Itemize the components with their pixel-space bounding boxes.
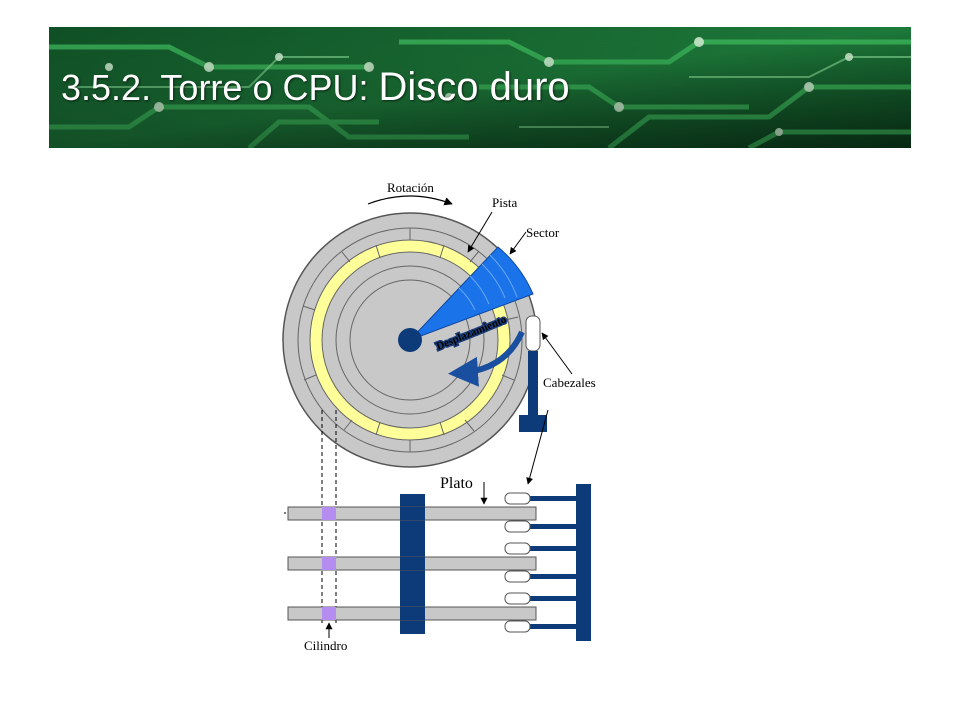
- slide-title-part2: Disco duro: [378, 65, 570, 109]
- heads-label: Cabezales: [543, 375, 596, 390]
- circuit-board-background: [49, 27, 911, 148]
- cylinder-label: Cilindro: [304, 638, 347, 653]
- cylinder-cell-3: [322, 607, 336, 620]
- heads-pointer-side: [526, 409, 549, 485]
- arm-top-view: [528, 351, 538, 415]
- actuator-top-view: [519, 415, 547, 432]
- sector-wedge: [409, 246, 534, 341]
- slide-title: 3.5.2. Torre o CPU: Disco duro: [61, 65, 570, 110]
- sector-pointer: [509, 231, 527, 255]
- track-pointer: [467, 211, 493, 253]
- cylinder-cell-2: [322, 557, 336, 570]
- disk-side-view: [284, 484, 591, 641]
- track-label: Pista: [492, 195, 518, 210]
- slide-title-part1: 3.5.2. Torre o CPU:: [61, 67, 379, 108]
- actuator-side-view: [576, 484, 591, 641]
- displacement-arrow: [448, 330, 525, 387]
- platter-label: Plato: [440, 475, 473, 492]
- cylinder-cell-1: [322, 507, 336, 520]
- disk-top-view: Desplazamiento: [282, 212, 547, 468]
- heads-pointer-top: [541, 332, 573, 375]
- head-top-view: [525, 315, 541, 352]
- heads-side-view: [504, 492, 531, 633]
- hard-disk-diagram: Desplazamiento Rotación Pista Sector Cab…: [282, 180, 596, 653]
- spindle: [398, 328, 422, 352]
- sector-label: Sector: [526, 225, 560, 240]
- rotation-label: Rotación: [387, 180, 434, 195]
- rotation-arrow: [367, 195, 453, 206]
- title-banner: 3.5.2. Torre o CPU: Disco duro: [49, 27, 911, 148]
